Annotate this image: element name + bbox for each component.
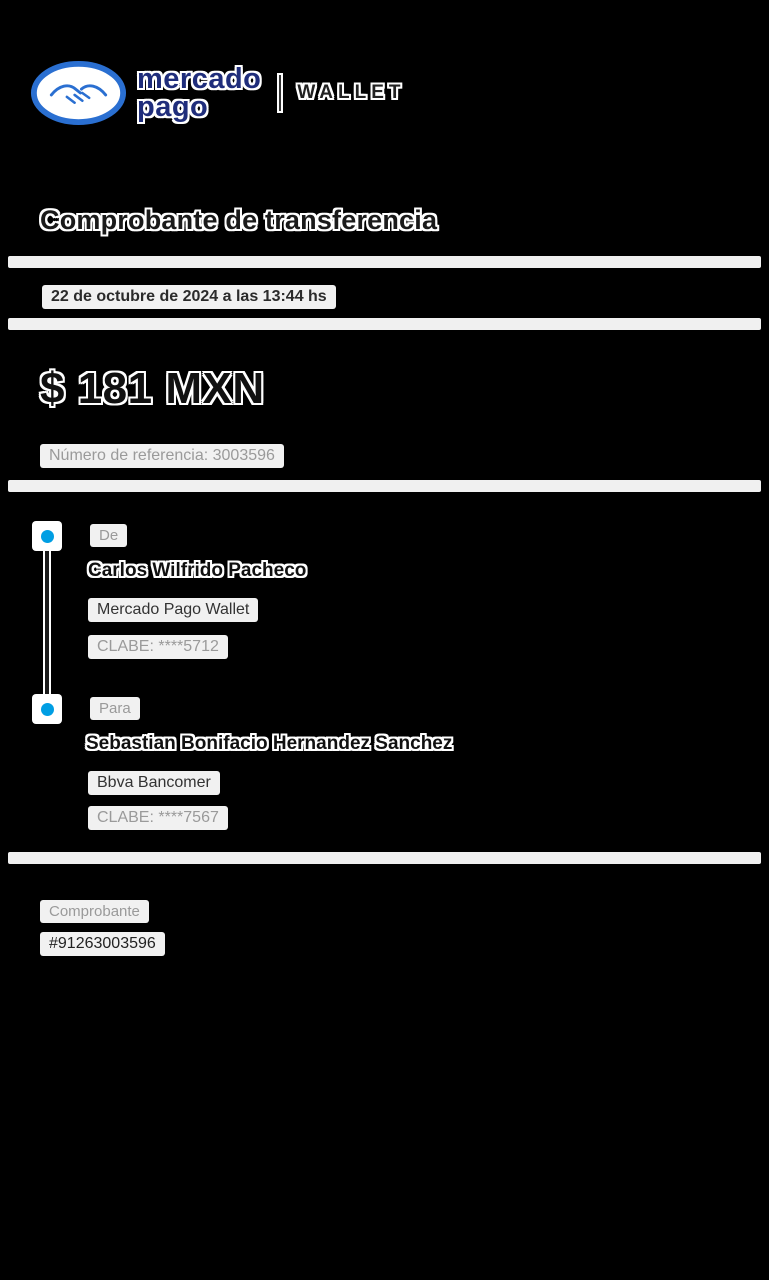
divider-bar	[8, 256, 761, 268]
divider-bar	[8, 852, 761, 864]
reference-number-text: Número de referencia: 3003596	[40, 444, 284, 468]
recipient-clabe: CLABE: ****7567	[88, 806, 228, 830]
recipient-clabe-text: CLABE: ****7567	[88, 806, 228, 830]
brand-line-1: mercado	[137, 62, 262, 95]
sender-clabe: CLABE: ****5712	[88, 635, 228, 659]
page-title: Comprobante de transferencia	[40, 205, 438, 235]
recipient-bank: Bbva Bancomer	[88, 771, 220, 795]
product-label: WALLET	[297, 82, 406, 103]
transfer-date: 22 de octubre de 2024 a las 13:44 hs	[42, 285, 336, 309]
sender-label: De	[90, 524, 128, 547]
voucher-label-text: Comprobante	[40, 900, 149, 923]
transfer-date-text: 22 de octubre de 2024 a las 13:44 hs	[42, 285, 336, 309]
recipient-label-text: Para	[90, 697, 140, 720]
mercadopago-logo	[30, 60, 127, 126]
timeline-dot-from	[32, 521, 62, 551]
recipient-name: Sebastian Bonifacio Hernandez Sanchez	[86, 733, 453, 754]
divider-bar	[8, 480, 761, 492]
brand-wordmark: mercado pago	[137, 62, 262, 123]
voucher-number-text: #91263003596	[40, 932, 165, 956]
handshake-icon	[30, 60, 127, 126]
sender-label-text: De	[90, 524, 128, 547]
recipient-label: Para	[90, 697, 140, 720]
reference-number: Número de referencia: 3003596	[40, 444, 284, 468]
blue-dot-icon	[40, 529, 54, 543]
voucher-label: Comprobante	[40, 900, 149, 923]
brand-line-2: pago	[137, 91, 209, 123]
timeline-connector	[45, 551, 49, 694]
vertical-divider	[279, 75, 282, 111]
divider-bar	[8, 318, 761, 330]
sender-clabe-text: CLABE: ****5712	[88, 635, 228, 659]
sender-name: Carlos Wilfrido Pacheco	[88, 560, 307, 581]
sender-bank-text: Mercado Pago Wallet	[88, 598, 259, 622]
voucher-number: #91263003596	[40, 932, 165, 956]
recipient-bank-text: Bbva Bancomer	[88, 771, 220, 795]
transfer-amount: $ 181 MXN	[40, 364, 265, 413]
header: mercado pago WALLET	[30, 60, 406, 126]
sender-bank: Mercado Pago Wallet	[88, 598, 259, 622]
timeline-dot-to	[32, 694, 62, 724]
blue-dot-icon	[40, 702, 54, 716]
